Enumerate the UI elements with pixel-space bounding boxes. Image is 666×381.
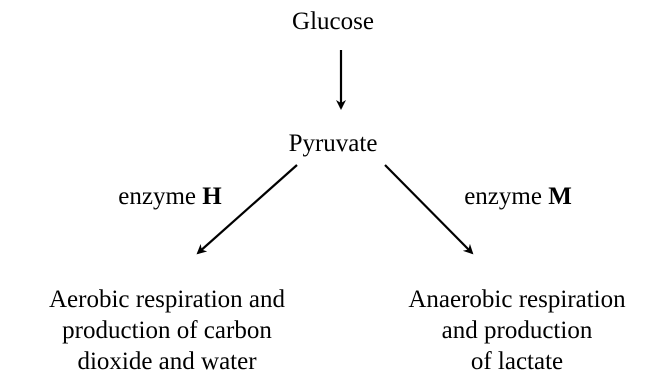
enzyme-h-prefix: enzyme: [118, 183, 203, 210]
enzyme-h-letter: H: [202, 183, 222, 210]
aerobic-line-1: Aerobic respiration and: [48, 286, 286, 313]
enzyme-m-letter: M: [548, 183, 572, 210]
anaerobic-line-2: and production: [441, 317, 593, 344]
enzyme-m-prefix: enzyme: [464, 183, 549, 210]
anaerobic-line-1: Anaerobic respiration: [408, 286, 626, 313]
aerobic-respiration-node: Aerobic respiration and production of ca…: [2, 284, 332, 377]
enzyme-m-label: enzyme M: [408, 181, 628, 212]
arrow-pyruvate-to-aerobic: [196, 164, 298, 255]
glucose-node: Glucose: [292, 8, 374, 35]
aerobic-line-3: dioxide and water: [77, 348, 257, 375]
anaerobic-respiration-node: Anaerobic respiration and production of …: [370, 284, 664, 377]
arrow-pyruvate-to-anaerobic: [384, 164, 474, 255]
enzyme-h-label: enzyme H: [60, 181, 280, 212]
anaerobic-line-3: of lactate: [470, 348, 564, 375]
aerobic-line-2: production of carbon: [62, 317, 272, 344]
pyruvate-node: Pyruvate: [288, 130, 378, 157]
